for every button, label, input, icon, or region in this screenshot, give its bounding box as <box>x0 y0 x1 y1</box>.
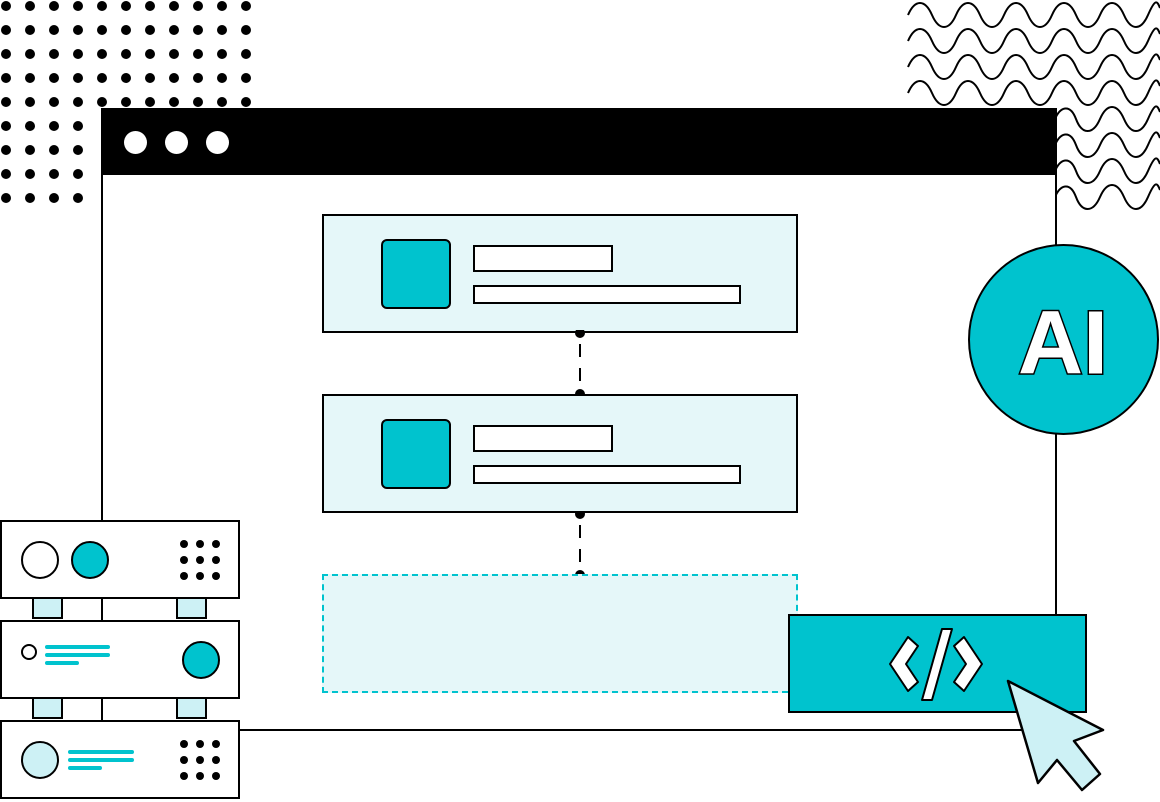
card-title-placeholder <box>473 425 613 452</box>
window-dot-3-icon[interactable] <box>206 131 229 154</box>
rack-connector <box>176 597 207 619</box>
empty-card-placeholder[interactable] <box>322 574 798 693</box>
window-dot-1-icon[interactable] <box>124 131 147 154</box>
server-vent-icon <box>180 740 220 780</box>
dot-grid-decoration <box>1 1 251 203</box>
card-thumbnail <box>381 419 451 489</box>
server-status-light-icon <box>21 644 37 660</box>
server-status-light-icon <box>182 641 220 679</box>
window-title-bar <box>103 110 1055 175</box>
server-label-lines-icon <box>45 645 110 665</box>
server-label-lines-icon <box>68 750 134 770</box>
server-status-light-icon <box>71 541 109 579</box>
content-card-1[interactable] <box>322 214 798 333</box>
card-title-placeholder <box>473 245 613 272</box>
content-card-2[interactable] <box>322 394 798 513</box>
card-text-placeholder <box>473 465 741 484</box>
rack-connector <box>32 697 63 719</box>
server-status-light-icon <box>21 741 59 779</box>
connector-line-1 <box>575 330 585 394</box>
card-text-placeholder <box>473 285 741 304</box>
server-unit-2[interactable] <box>0 620 240 699</box>
rack-connector <box>32 597 63 619</box>
pointer-cursor-icon <box>1006 679 1105 792</box>
server-vent-icon <box>180 540 220 580</box>
ai-badge[interactable]: AI <box>968 244 1159 435</box>
svg-text:AI: AI <box>1018 292 1108 393</box>
wave-pattern-decoration <box>907 1 1160 210</box>
card-thumbnail <box>381 239 451 309</box>
code-icon <box>889 628 983 701</box>
rack-connector <box>176 697 207 719</box>
connector-line-2 <box>575 511 585 575</box>
server-unit-3[interactable] <box>0 720 240 799</box>
ai-label: AI <box>1017 291 1110 395</box>
server-unit-1[interactable] <box>0 520 240 599</box>
server-status-light-icon <box>21 541 59 579</box>
window-dot-2-icon[interactable] <box>165 131 188 154</box>
